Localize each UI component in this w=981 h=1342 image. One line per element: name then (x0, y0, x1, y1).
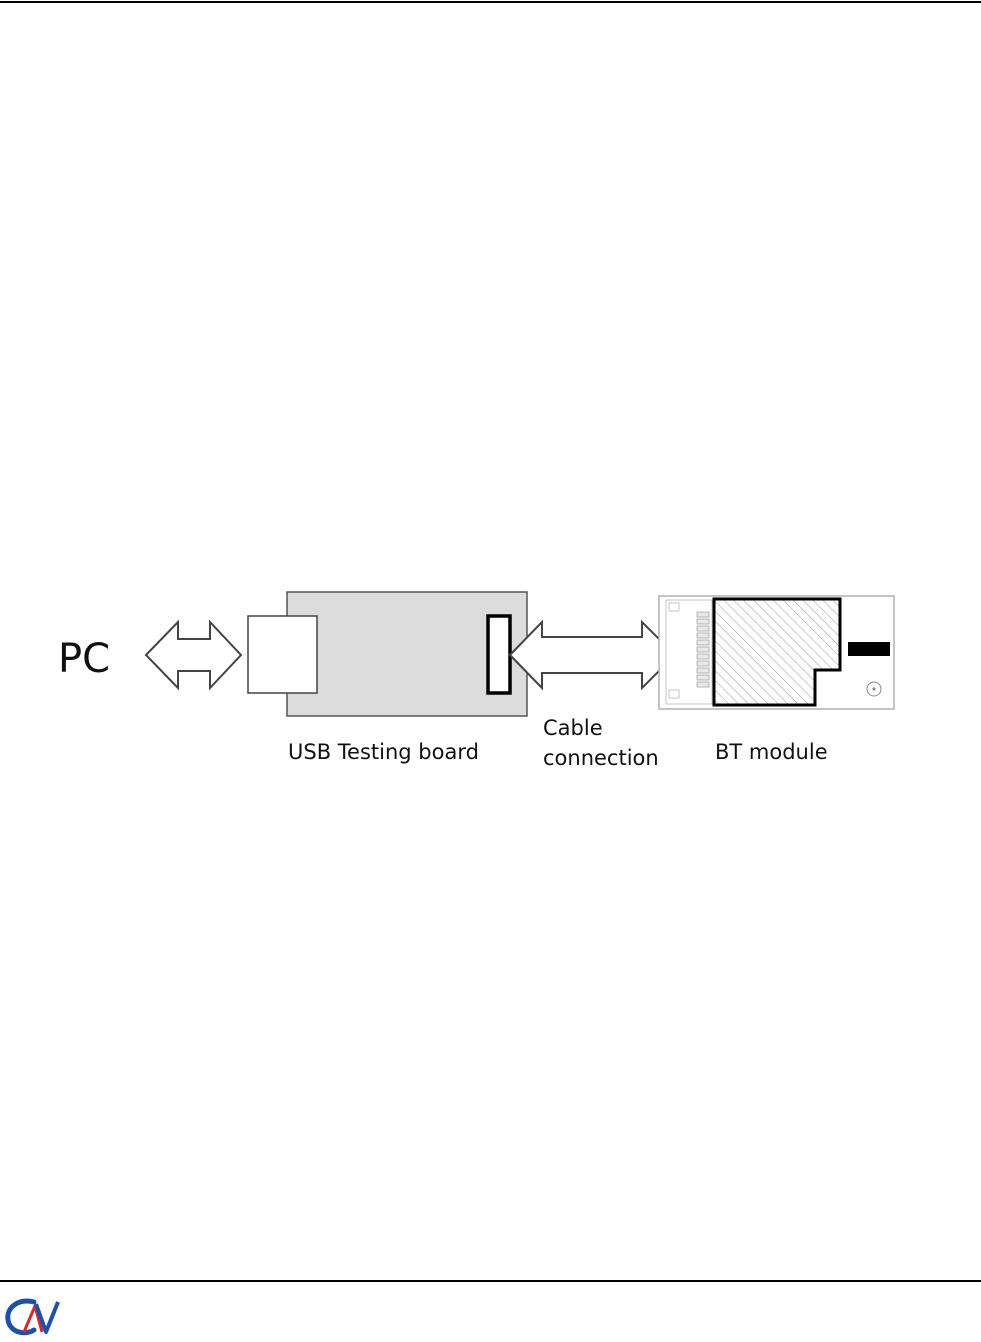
connection-diagram: PC (30, 560, 930, 775)
board-cable-connector (488, 616, 510, 693)
pc-label: PC (58, 636, 110, 682)
bt-module (659, 596, 894, 709)
bt-module-label: BT module (715, 740, 828, 764)
cable-label-line2: connection (543, 746, 659, 770)
bt-module-pins (697, 612, 709, 687)
company-logo-icon (4, 1296, 60, 1338)
connection-diagram-svg: PC (30, 560, 930, 775)
antenna-pad (848, 642, 890, 656)
usb-board-label: USB Testing board (288, 740, 479, 764)
footer-rule (0, 1280, 981, 1282)
usb-connector (248, 616, 317, 693)
cable-label-line1: Cable (543, 716, 603, 740)
pc-usb-double-arrow (146, 622, 241, 688)
cable-double-arrow (510, 622, 675, 688)
header-rule (0, 1, 981, 3)
